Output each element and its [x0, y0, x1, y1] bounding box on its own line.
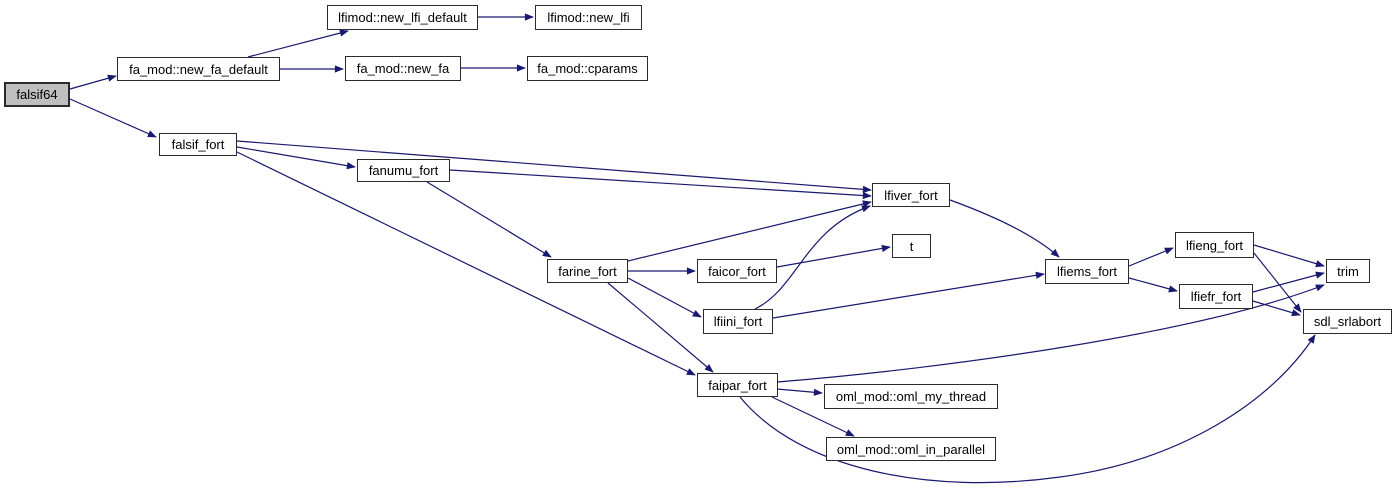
- edge-lfiems_fort-lfiefr_fort: [1128, 277, 1178, 293]
- node-new_fa[interactable]: fa_mod::new_fa: [345, 56, 461, 81]
- node-lfieng_fort[interactable]: lfieng_fort: [1175, 232, 1254, 258]
- node-farine_fort[interactable]: farine_fort: [547, 259, 628, 283]
- edge-lfiver_fort-lfiems_fort: [949, 199, 1060, 258]
- edge-falsif_fort-lfiver_fort: [236, 140, 872, 193]
- node-lfiefr_fort[interactable]: lfiefr_fort: [1179, 284, 1253, 309]
- edge-lfiini_fort-lfiver_fort: [754, 205, 871, 310]
- edge-farine_fort-lfiver_fort: [627, 200, 872, 262]
- edge-falsif_fort-faipar_fort: [236, 151, 696, 376]
- edge-lfiems_fort-lfieng_fort: [1128, 247, 1174, 267]
- edge-faipar_fort-sdl_srlabort: [739, 334, 1316, 484]
- edge-faipar_fort-oml_in_parallel: [771, 396, 855, 437]
- node-trim[interactable]: trim: [1326, 259, 1370, 283]
- edge-faipar_fort-oml_my_thread: [776, 388, 823, 396]
- edge-faicor_fort-t: [776, 244, 891, 268]
- node-cparams[interactable]: fa_mod::cparams: [527, 56, 648, 81]
- node-new_fa_default[interactable]: fa_mod::new_fa_default: [117, 57, 280, 81]
- node-lfiver_fort[interactable]: lfiver_fort: [872, 183, 950, 207]
- edge-lfiefr_fort-trim: [1252, 271, 1325, 293]
- node-falsif_fort[interactable]: falsif_fort: [159, 133, 237, 156]
- edge-new_fa_default-new_lfi_default: [247, 29, 349, 58]
- node-falsif64[interactable]: falsif64: [4, 82, 70, 107]
- edge-lfiini_fort-lfiems_fort: [772, 271, 1045, 319]
- node-lfiems_fort[interactable]: lfiems_fort: [1045, 259, 1129, 284]
- edge-falsif64-falsif_fort: [69, 98, 157, 138]
- edge-faipar_fort-trim: [776, 284, 1325, 383]
- edge-falsif_fort-fanumu_fort: [236, 146, 356, 170]
- node-faipar_fort[interactable]: faipar_fort: [697, 373, 778, 397]
- node-faicor_fort[interactable]: faicor_fort: [697, 259, 777, 283]
- edge-fanumu_fort-farine_fort: [426, 181, 552, 258]
- edge-lfiefr_fort-sdl_srlabort: [1252, 300, 1301, 317]
- edge-falsif64-new_fa_default: [69, 74, 117, 90]
- node-fanumu_fort[interactable]: fanumu_fort: [357, 159, 450, 182]
- edge-lfieng_fort-sdl_srlabort: [1253, 252, 1302, 313]
- node-sdl_srlabort[interactable]: sdl_srlabort: [1303, 309, 1392, 334]
- node-t[interactable]: t: [892, 234, 931, 258]
- edge-farine_fort-lfiini_fort: [627, 277, 702, 318]
- node-new_lfi[interactable]: lfimod::new_lfi: [535, 5, 642, 30]
- edge-fanumu_fort-lfiver_fort: [449, 169, 872, 200]
- node-lfiini_fort[interactable]: lfiini_fort: [703, 309, 773, 334]
- node-oml_in_parallel[interactable]: oml_mod::oml_in_parallel: [826, 437, 996, 461]
- edge-lfieng_fort-trim: [1253, 244, 1325, 268]
- node-new_lfi_default[interactable]: lfimod::new_lfi_default: [327, 5, 478, 30]
- edge-farine_fort-faipar_fort: [607, 282, 714, 373]
- node-oml_my_thread[interactable]: oml_mod::oml_my_thread: [824, 384, 998, 409]
